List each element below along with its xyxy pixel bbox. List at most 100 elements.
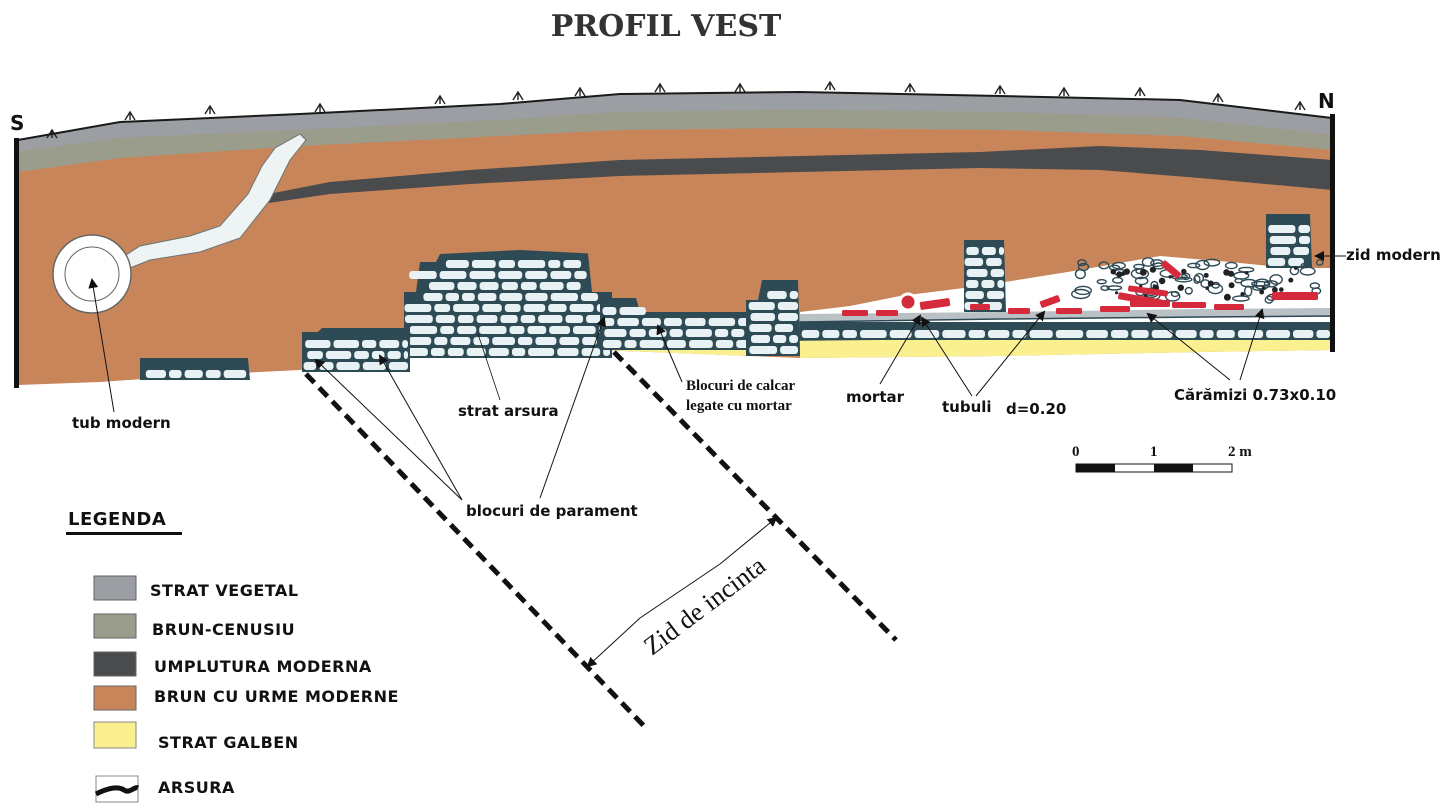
stone-block	[430, 348, 445, 356]
stone-block	[1316, 330, 1330, 338]
rubble-stone	[1232, 295, 1250, 302]
stone-block	[550, 293, 578, 301]
stone-block	[476, 315, 498, 323]
stone-block	[409, 271, 437, 279]
rubble-dot	[1181, 268, 1187, 275]
rubble-dot	[1272, 286, 1278, 293]
brick	[842, 310, 868, 316]
stone-block	[966, 280, 979, 288]
stone-block	[789, 335, 798, 343]
rubble-stone	[1187, 262, 1201, 269]
label-strat-arsura: strat arsura	[458, 402, 559, 420]
stone-block	[473, 337, 490, 345]
rubble-dot	[1152, 284, 1156, 288]
stone-block	[581, 348, 601, 356]
brick	[1039, 295, 1061, 308]
legend: LEGENDA STRAT VEGETAL BRUN-CENUSIU UMPLU…	[66, 509, 398, 803]
stone-block	[685, 318, 706, 326]
grass-tuft	[512, 90, 524, 101]
stone-block	[1270, 247, 1291, 255]
stone-block	[528, 348, 555, 356]
brick	[1160, 260, 1182, 279]
grass-tuft	[824, 80, 836, 91]
stone-block	[968, 330, 985, 338]
leader-tubuli-b	[975, 310, 1046, 397]
tub-modern-inner	[64, 246, 120, 302]
rubble-dot	[1177, 284, 1185, 291]
stone-block	[435, 315, 455, 323]
stone-block	[303, 362, 316, 370]
stone-block	[457, 326, 477, 334]
legend-label-strat-galben: STRAT GALBEN	[158, 733, 299, 752]
stone-block	[822, 330, 840, 338]
stone-block	[511, 348, 526, 356]
tubulus	[898, 292, 918, 312]
stone-block	[1237, 330, 1264, 338]
stone-block	[801, 330, 820, 338]
stone-block	[641, 318, 661, 326]
stone-block	[617, 318, 639, 326]
stone-block	[986, 291, 1004, 299]
rubble-stone	[1074, 268, 1087, 280]
rubble-stone	[1077, 259, 1087, 267]
stone-block	[523, 304, 546, 312]
leader-caramizi-b	[1239, 308, 1265, 381]
stone-block	[223, 370, 247, 378]
stone-block	[1293, 247, 1309, 255]
stone-block	[777, 302, 798, 310]
stone-block	[1269, 236, 1296, 244]
stone-block	[666, 340, 686, 348]
brick	[1172, 302, 1206, 308]
stone-block	[408, 337, 432, 345]
brick	[1214, 304, 1244, 310]
ground-surface-line	[17, 90, 1333, 141]
section-layers	[18, 92, 1333, 385]
stone-block	[539, 282, 564, 290]
legend-heading-underline	[66, 532, 182, 535]
stone-block	[333, 340, 359, 348]
grass-tuft	[574, 86, 586, 97]
stone-block	[371, 351, 385, 359]
stone-block	[477, 293, 497, 301]
stone-block	[336, 362, 360, 370]
leader-parament-b	[379, 354, 463, 501]
stone-block	[689, 340, 713, 348]
stone-block	[402, 340, 408, 348]
stone-block	[423, 293, 443, 301]
label-blocuri-parament: blocuri de parament	[466, 502, 638, 520]
label-tub-modern: tub modern	[72, 414, 171, 432]
rubble-stone	[1070, 288, 1091, 300]
stone-block	[1216, 330, 1235, 338]
legend-heading: LEGENDA	[68, 509, 166, 530]
legend-swatch-strat-vegetal	[93, 575, 137, 601]
brick	[1127, 285, 1169, 297]
leader-parament-c	[539, 316, 607, 499]
stone-block	[773, 335, 787, 343]
zid-incinta-dimension-mid	[639, 563, 721, 619]
label-tubuli-diameter: d=0.20	[1006, 400, 1066, 418]
stone-block	[500, 315, 518, 323]
label-caramizi: Cărămizi 0.73x0.10	[1174, 386, 1336, 404]
stone-block	[471, 260, 496, 268]
brick	[1272, 292, 1318, 300]
leader-caramizi-a	[1146, 312, 1231, 381]
stone-block	[964, 258, 984, 266]
stone-block	[1029, 330, 1053, 338]
zid-incinta-dimension	[586, 617, 641, 668]
stone-block	[557, 348, 579, 356]
stone-block	[639, 340, 664, 348]
stone-block	[434, 304, 451, 312]
rubble-stone	[1240, 278, 1258, 288]
leader-mortar	[879, 314, 922, 385]
leader-tubuli-a	[920, 316, 973, 397]
stone-block	[565, 315, 584, 323]
stone-block	[998, 247, 1004, 255]
surface-vegetation	[17, 80, 1333, 141]
stone-block	[457, 315, 474, 323]
stone-block	[548, 304, 567, 312]
stone-block	[499, 293, 523, 301]
stone-block	[574, 271, 587, 279]
stone-block	[548, 260, 561, 268]
stone-block	[453, 304, 480, 312]
